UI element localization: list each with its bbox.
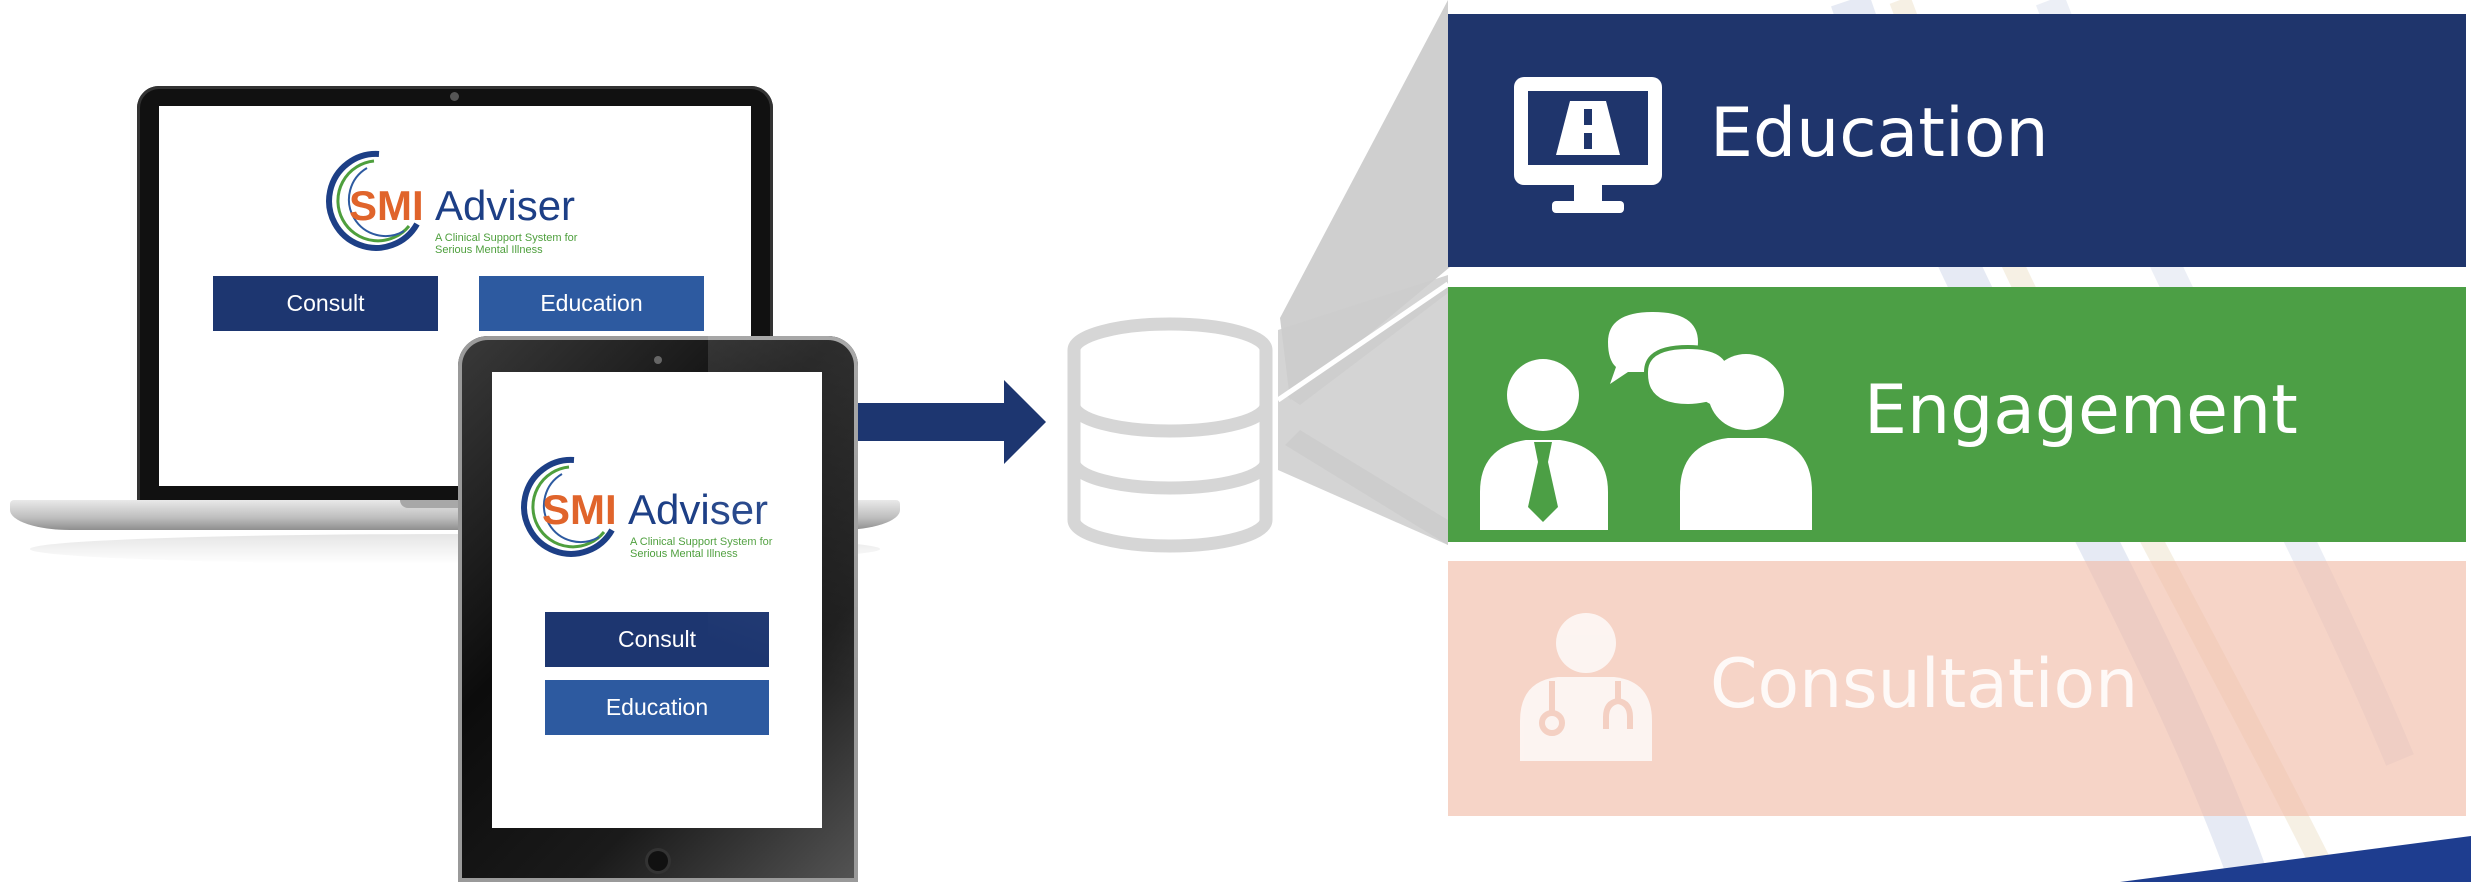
tablet-gloss: [708, 336, 858, 882]
logo-tagline-line1: A Clinical Support System for: [630, 536, 773, 548]
tablet-device: SMI Adviser A Clinical Support System fo…: [458, 336, 858, 882]
education-button[interactable]: Education: [479, 276, 704, 331]
education-label: Education: [1710, 94, 2049, 173]
logo-smi-text: SMI: [349, 182, 424, 229]
flow-arrow: [858, 380, 1046, 464]
smiadviser-logo: SMI Adviser A Clinical Support System fo…: [514, 452, 804, 562]
tablet-screen: SMI Adviser A Clinical Support System fo…: [492, 372, 822, 828]
corner-accent: [2120, 836, 2471, 882]
logo-swirl-icon: [521, 456, 615, 557]
database-icon: [1067, 317, 1273, 553]
doctor-stethoscope-icon: [1520, 613, 1652, 761]
people-chat-icon: [1480, 312, 1812, 530]
consultation-panel: Consultation: [1448, 561, 2466, 816]
logo-smi-text: SMI: [542, 486, 617, 533]
logo-adviser-text: Adviser: [435, 182, 576, 229]
laptop-notch: [400, 500, 510, 508]
consult-button[interactable]: Consult: [545, 612, 769, 667]
monitor-road-icon: [1514, 77, 1662, 213]
logo-tagline-line2: Serious Mental Illness: [630, 548, 738, 561]
logo-tagline: A Clinical Support System for Serious Me…: [630, 536, 810, 560]
logo-tagline-line1: A Clinical Support System for: [435, 232, 578, 244]
engagement-label: Engagement: [1864, 371, 2298, 450]
tablet-camera: [654, 356, 662, 364]
smiadviser-logo: SMI Adviser A Clinical Support System fo…: [319, 146, 599, 256]
engagement-panel: Engagement: [1448, 287, 2466, 542]
education-button[interactable]: Education: [545, 680, 769, 735]
consult-button[interactable]: Consult: [213, 276, 438, 331]
education-panel: Education: [1448, 14, 2466, 267]
logo-tagline-line2: Serious Mental Illness: [435, 244, 543, 257]
tablet-home-button: [648, 851, 668, 871]
logo-adviser-text: Adviser: [628, 486, 769, 533]
consultation-label: Consultation: [1710, 645, 2139, 724]
logo-tagline: A Clinical Support System for Serious Me…: [435, 232, 615, 256]
logo-swirl-icon: [326, 150, 420, 251]
laptop-camera: [450, 92, 459, 101]
